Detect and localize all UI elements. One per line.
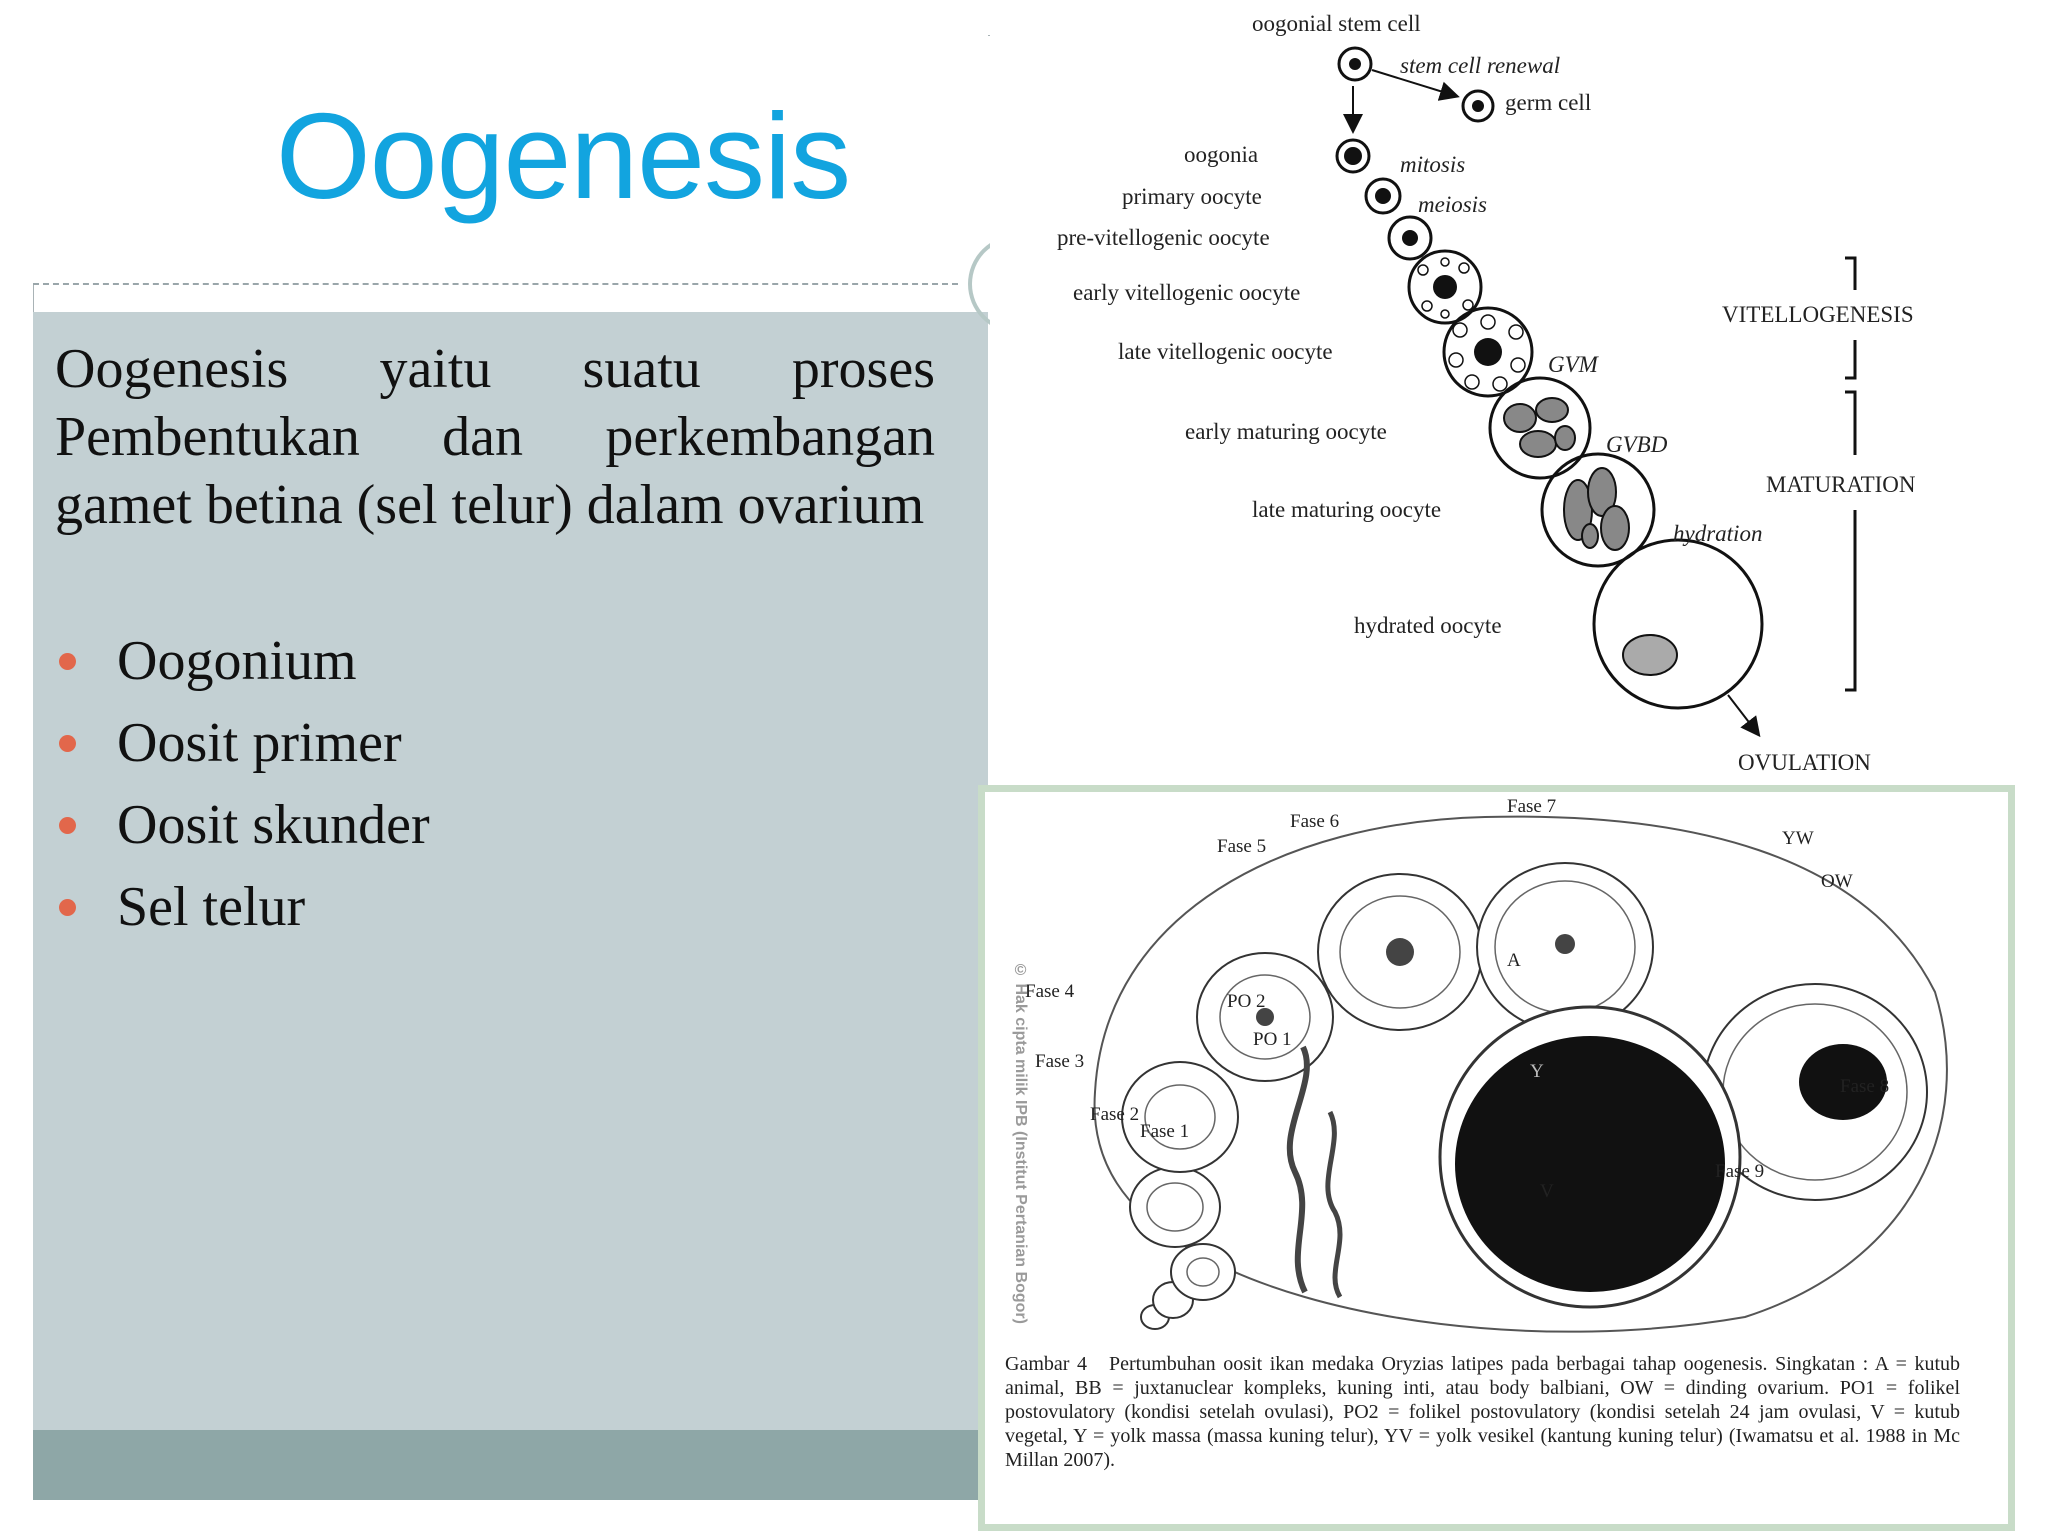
bullet-text: Sel telur (117, 876, 306, 938)
label-meiosis: meiosis (1418, 192, 1487, 217)
label-late-maturing: late maturing oocyte (1252, 497, 1441, 522)
label-fase-7: Fase 7 (1507, 796, 1556, 817)
copyright-watermark: © Hak cipta milik IPB (Institut Pertania… (1012, 962, 1029, 1324)
label-stem-cell: oogonial stem cell (1252, 11, 1421, 36)
label-fase-6: Fase 6 (1290, 811, 1339, 832)
label-po2: PO 2 (1227, 991, 1266, 1012)
oogonia-shape (1335, 138, 1371, 174)
label-fase-4: Fase 4 (1025, 981, 1075, 1002)
slide-title: Oogenesis (275, 88, 851, 224)
label-fase-1: Fase 1 (1140, 1121, 1189, 1142)
label-renewal: stem cell renewal (1400, 53, 1560, 78)
label-early-vitello: early vitellogenic oocyte (1073, 280, 1300, 305)
footer-band (33, 1430, 988, 1500)
bullet-item: Oosit primer (55, 702, 430, 784)
label-ow: OW (1821, 871, 1853, 892)
primary-oocyte-shape (1364, 177, 1402, 215)
germ-cell-shape (1461, 89, 1495, 123)
label-vitellogenesis: VITELLOGENESIS (1722, 302, 1914, 327)
hydrated-oocyte-shape (1592, 538, 1764, 710)
late-maturing-shape (1540, 452, 1656, 568)
bullet-text: Oogonium (117, 630, 357, 692)
bullet-list: Oogonium Oosit primer Oosit skunder Sel … (55, 620, 430, 948)
early-vitello-shape (1407, 249, 1483, 325)
label-fase-8: Fase 8 (1840, 1076, 1889, 1097)
stem-cell-shape (1337, 46, 1373, 82)
ovary-section-svg: Fase 5 Fase 6 Fase 7 Fase 4 Fase 3 Fase … (1025, 796, 1948, 1333)
label-maturation: MATURATION (1766, 472, 1916, 497)
label-primary: primary oocyte (1122, 184, 1262, 209)
label-v: V (1540, 1181, 1554, 1202)
bullet-dot-icon (59, 735, 76, 752)
bullet-item: Sel telur (55, 866, 430, 948)
label-fase-9: Fase 9 (1715, 1161, 1764, 1182)
previtello-oocyte-shape (1387, 215, 1433, 261)
caption-text: Pertumbuhan oosit ikan medaka Oryzias la… (1005, 1353, 1961, 1471)
bullet-dot-icon (59, 653, 76, 670)
bullet-dot-icon (59, 817, 76, 834)
bullet-text: Oosit primer (117, 712, 402, 774)
caption-label: Gambar 4 (1005, 1353, 1087, 1375)
label-germ-cell: germ cell (1505, 90, 1591, 115)
label-a: A (1507, 950, 1521, 971)
medaka-oocyte-figure: Fase 5 Fase 6 Fase 7 Fase 4 Fase 3 Fase … (978, 785, 2015, 1531)
label-gvbd: GVBD (1606, 432, 1668, 457)
label-late-vitello: late vitellogenic oocyte (1118, 339, 1333, 364)
label-po1: PO 1 (1253, 1029, 1292, 1050)
label-mitosis: mitosis (1400, 152, 1465, 177)
bullet-item: Oosit skunder (55, 784, 430, 866)
label-hydrated: hydrated oocyte (1354, 613, 1502, 638)
label-y: Y (1530, 1061, 1544, 1082)
label-ovulation: OVULATION (1738, 750, 1871, 775)
bullet-item: Oogonium (55, 620, 430, 702)
label-yw: YW (1782, 828, 1814, 849)
label-hydration: hydration (1673, 521, 1762, 546)
label-previtello: pre-vitellogenic oocyte (1057, 225, 1270, 250)
title-divider (33, 283, 958, 285)
yolk-mass-shape (1455, 1036, 1725, 1292)
bullet-dot-icon (59, 899, 76, 916)
label-early-maturing: early maturing oocyte (1185, 419, 1387, 444)
stages-svg: oogonial stem cell stem cell renewal ger… (1057, 11, 1916, 775)
title-area: Oogenesis (33, 35, 988, 283)
oogenesis-stages-diagram: oogonial stem cell stem cell renewal ger… (990, 0, 2013, 790)
late-vitello-shape (1442, 306, 1534, 398)
label-fase-2: Fase 2 (1090, 1104, 1139, 1125)
label-fase-3: Fase 3 (1035, 1051, 1084, 1072)
label-oogonia: oogonia (1184, 142, 1258, 167)
content-panel (33, 312, 988, 1430)
body-paragraph: Oogenesis yaitu suatu proses Pembentukan… (55, 338, 935, 536)
label-fase-5: Fase 5 (1217, 836, 1266, 857)
early-maturing-shape (1488, 376, 1592, 480)
bullet-text: Oosit skunder (117, 794, 430, 856)
label-gvm: GVM (1548, 352, 1600, 377)
